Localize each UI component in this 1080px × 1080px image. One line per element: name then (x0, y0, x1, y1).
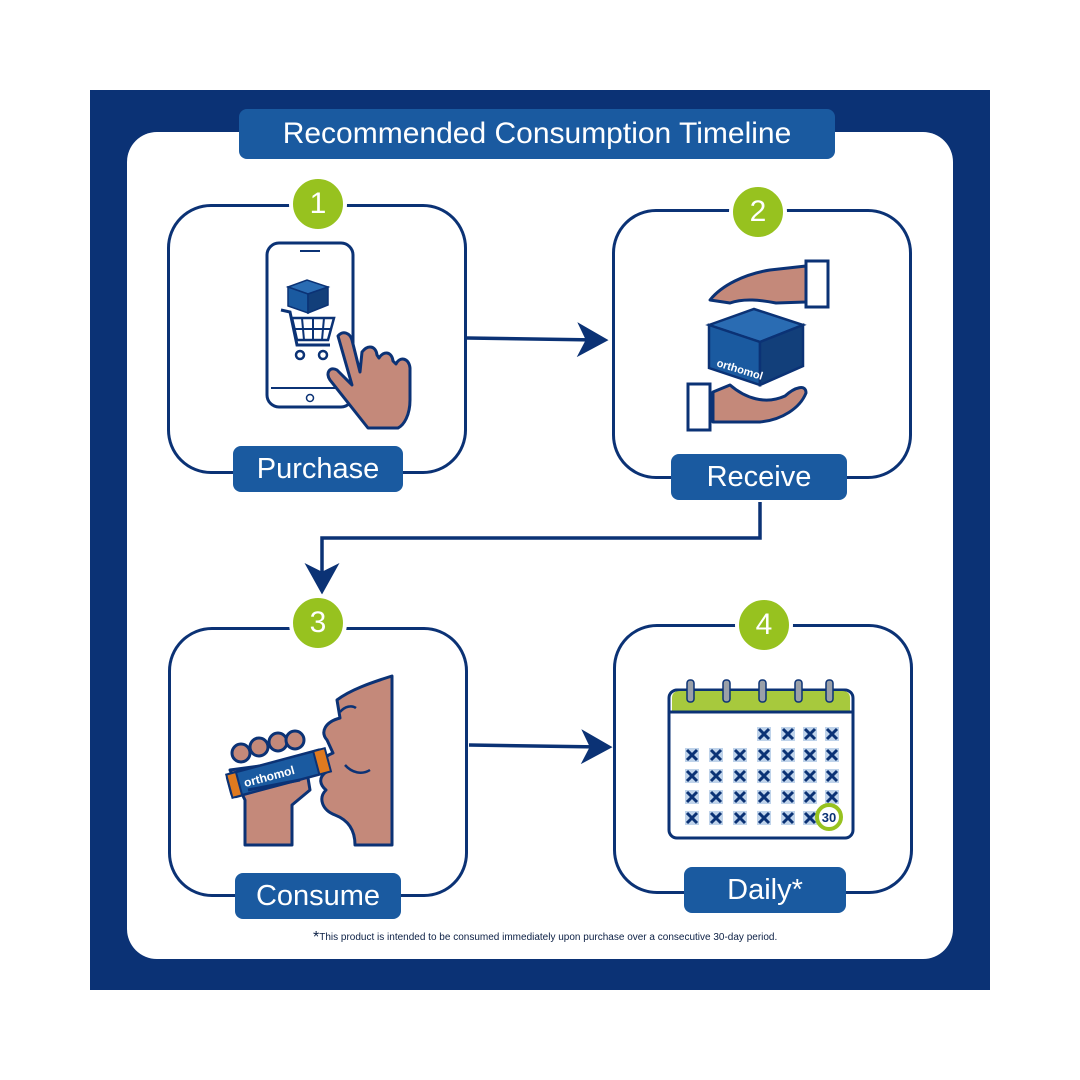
calendar-x-mark (733, 811, 747, 825)
calendar-rings (686, 679, 834, 703)
calendar-x-mark (709, 769, 723, 783)
calendar-x-mark (733, 748, 747, 762)
calendar-x-mark (685, 811, 699, 825)
calendar-x-mark (685, 748, 699, 762)
calendar-x-mark (733, 769, 747, 783)
calendar-day-grid (685, 727, 839, 825)
calendar-x-mark (757, 748, 771, 762)
calendar-x-mark (733, 790, 747, 804)
step-number-2: 2 (729, 183, 787, 241)
calendar-x-mark (757, 727, 771, 741)
calendar-x-mark (685, 769, 699, 783)
step-label-daily: Daily* (684, 867, 846, 913)
page-title: Recommended Consumption Timeline (239, 109, 835, 159)
calendar-x-mark (803, 790, 817, 804)
footnote: *This product is intended to be consumed… (313, 929, 783, 947)
arrow-2-to-3 (304, 502, 762, 595)
calendar-icon: 30 (667, 679, 855, 840)
calendar-x-mark (781, 727, 795, 741)
calendar-x-mark (803, 811, 817, 825)
arrow-1-to-2 (466, 322, 609, 358)
calendar-day-30: 30 (822, 810, 836, 825)
calendar-x-mark (757, 769, 771, 783)
footnote-text: This product is intended to be consumed … (319, 932, 778, 943)
hands-receive-box-icon: orthomol (686, 259, 830, 432)
step-label-purchase: Purchase (233, 446, 403, 492)
calendar-x-mark (803, 769, 817, 783)
calendar-x-mark (825, 748, 839, 762)
calendar-x-mark (781, 790, 795, 804)
arrow-3-to-4 (468, 729, 613, 765)
calendar-x-mark (781, 748, 795, 762)
footnote-star: * (313, 929, 320, 946)
step-label-receive: Receive (671, 454, 847, 500)
calendar-x-mark (803, 748, 817, 762)
calendar-x-mark (685, 790, 699, 804)
calendar-x-mark (825, 790, 839, 804)
step-number-3: 3 (289, 594, 347, 652)
calendar-x-mark (781, 811, 795, 825)
calendar-x-mark (757, 811, 771, 825)
calendar-x-mark (709, 790, 723, 804)
person-consume-icon: orthomol (225, 674, 394, 847)
step-number-4: 4 (735, 596, 793, 654)
calendar-x-mark (781, 769, 795, 783)
calendar-x-mark (709, 811, 723, 825)
calendar-x-mark (757, 790, 771, 804)
calendar-x-mark (709, 748, 723, 762)
calendar-x-mark (825, 727, 839, 741)
calendar-x-mark (825, 769, 839, 783)
smartphone-cart-icon (265, 241, 412, 430)
step-label-consume: Consume (235, 873, 401, 919)
step-number-1: 1 (289, 175, 347, 233)
calendar-x-mark (803, 727, 817, 741)
